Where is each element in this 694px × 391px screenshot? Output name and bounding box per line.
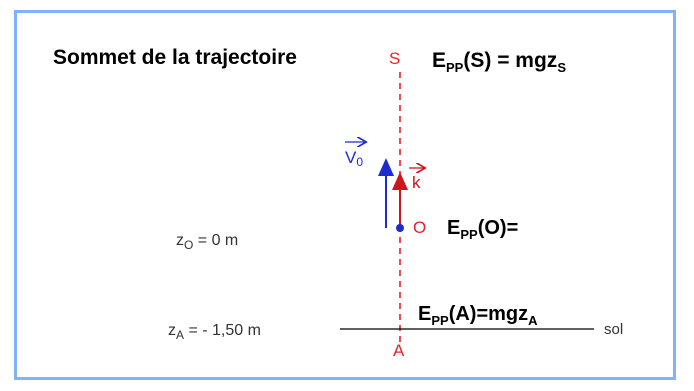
point-o-dot (396, 224, 404, 232)
energy-o-formula: EPP(O)= (447, 217, 518, 242)
level-zo-label: zO = 0 m (176, 232, 238, 252)
level-za-label: zA = - 1,50 m (168, 322, 261, 342)
point-s-label: S (389, 49, 400, 68)
point-o-label: O (413, 218, 426, 237)
point-a-label: A (393, 341, 405, 360)
energy-a-formula: EPP(A)=mgzA (418, 303, 538, 328)
ground-label: sol (604, 321, 623, 338)
energy-s-formula: EPP(S) = mgzS (432, 49, 566, 75)
v0-label: V0 (345, 148, 363, 169)
k-label: k (412, 173, 421, 192)
diagram-frame (14, 10, 676, 380)
diagram-title: Sommet de la trajectoire (53, 46, 297, 69)
